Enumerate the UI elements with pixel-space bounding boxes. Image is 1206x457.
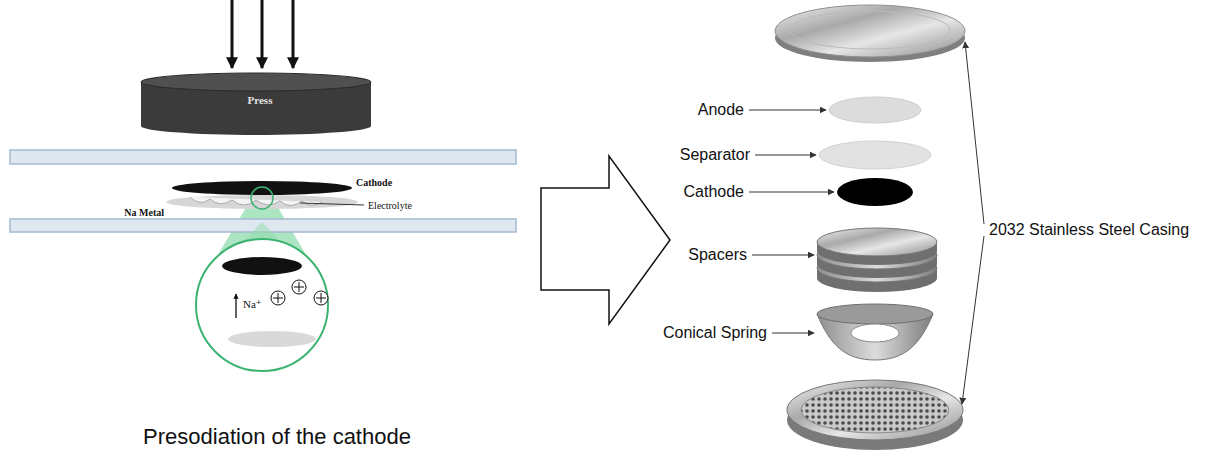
sodium-zoom [228, 331, 316, 347]
bottom-casing [787, 380, 963, 450]
top-plate [10, 150, 516, 164]
ion-label: Na⁺ [243, 298, 262, 311]
electrolyte [190, 197, 322, 206]
sodium-ions [271, 280, 328, 305]
part-label: Separator [680, 146, 750, 164]
part-label: Conical Spring [663, 324, 767, 342]
cathode-disc [172, 181, 352, 195]
spacers [817, 228, 937, 292]
press-label: Press [140, 94, 380, 106]
cathode-zoom [222, 257, 302, 275]
cathode-disc [837, 178, 913, 206]
sodium-metal [166, 195, 358, 209]
ion-arrow [235, 294, 236, 318]
part-label: Cathode [356, 177, 392, 189]
part-label: Na Metal [124, 207, 164, 219]
leader-line [300, 203, 364, 205]
process-arrow [541, 156, 670, 324]
caption: Presodiation of the cathode [143, 424, 411, 449]
part-label: Spacers [688, 246, 747, 264]
zoom-circle [196, 239, 328, 371]
part-label: Anode [698, 101, 744, 119]
separator-disc [819, 141, 931, 169]
press-block: Press [140, 72, 380, 136]
leader-arrows [749, 42, 984, 404]
part-label: Cathode [684, 183, 745, 201]
part-label: 2032 Stainless Steel Casing [989, 221, 1189, 239]
zoom-spot [251, 187, 273, 209]
force-arrows [232, 0, 293, 68]
anode-disc [829, 97, 921, 123]
part-label: Electrolyte [368, 200, 412, 212]
conical-spring [817, 304, 933, 360]
top-cap [775, 5, 965, 62]
